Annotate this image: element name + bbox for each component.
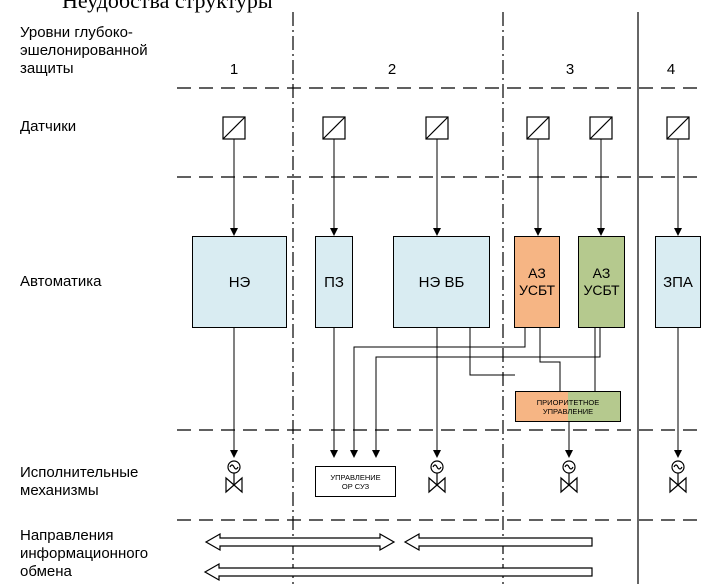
level-number-1: 1 (229, 61, 239, 78)
double-arrow-icon (204, 532, 396, 552)
row-label-info: Направления информационного обмена (20, 527, 149, 580)
actuators (225, 460, 687, 494)
sensor-icon (589, 116, 613, 140)
sensor-icon (222, 116, 246, 140)
row-label-sensors: Датчики (20, 118, 77, 135)
sensor-arrows (230, 139, 682, 236)
left-arrow-icon (203, 562, 593, 582)
row-separators (177, 87, 705, 521)
info-arrows (203, 532, 593, 582)
actuator-arrows (230, 327, 682, 458)
level-number-2: 2 (387, 61, 397, 78)
caption-text: Неудобства структуры (62, 0, 273, 13)
row-label-automation: Автоматика (20, 273, 102, 290)
row-label-actuators: Исполнительные механизмы (20, 464, 139, 499)
block-ne-vb: НЭ ВБ (393, 236, 490, 328)
block-control-or-suz: УПРАВЛЕНИЕ ОР СУЗ (315, 466, 396, 497)
valve-actuator-icon (225, 460, 243, 494)
top-caption-fragment: Неудобства структуры (0, 0, 705, 14)
sensor-icon (666, 116, 690, 140)
sensor-icon (526, 116, 550, 140)
valve-actuator-icon (428, 460, 446, 494)
sensor-icon (425, 116, 449, 140)
block-ne: НЭ (192, 236, 287, 328)
row-label-levels: Уровни глубоко- эшелонированной защиты (20, 24, 148, 77)
level-number-4: 4 (666, 61, 676, 78)
level-number-3: 3 (565, 61, 575, 78)
left-arrow-icon (403, 532, 593, 552)
block-pz: ПЗ (315, 236, 353, 328)
block-zpa: ЗПА (655, 236, 701, 328)
block-priority-control: ПРИОРИТЕТНОЕ УПРАВЛЕНИЕ (515, 391, 621, 422)
block-az-usbt-1: АЗ УСБТ (514, 236, 560, 328)
sensors (222, 116, 690, 140)
valve-actuator-icon (669, 460, 687, 494)
level-separators (292, 12, 639, 584)
valve-actuator-icon (560, 460, 578, 494)
sensor-icon (322, 116, 346, 140)
block-az-usbt-2: АЗ УСБТ (578, 236, 625, 328)
